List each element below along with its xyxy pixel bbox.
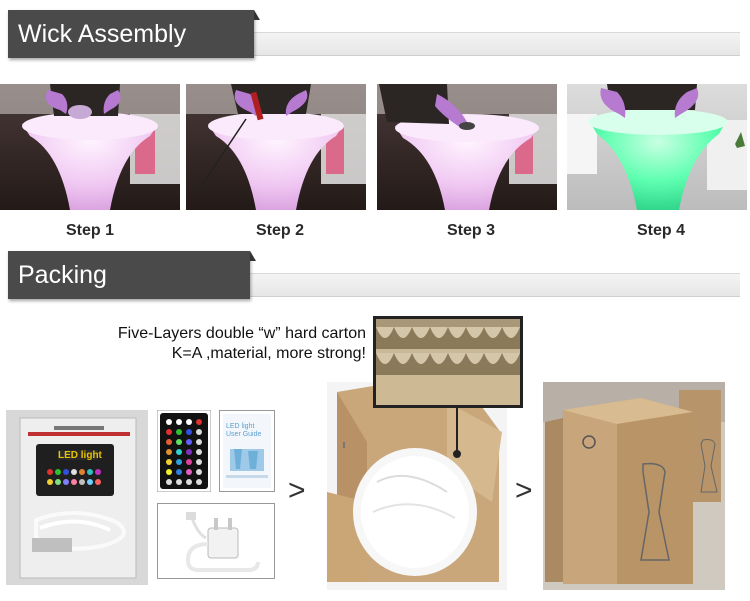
arrow-2: >: [515, 474, 533, 507]
packing-title: Packing: [8, 251, 256, 299]
step-4-photo: [567, 84, 747, 210]
packing-header: Packing: [8, 251, 740, 299]
wick-assembly-title: Wick Assembly: [8, 10, 260, 58]
pointer-line: [456, 408, 458, 452]
step-2-photo: [186, 84, 366, 210]
open-carton-photo: [327, 382, 507, 590]
step-2-caption: Step 2: [255, 222, 304, 239]
step-4-image: [567, 84, 747, 210]
arrow-1: >: [288, 474, 306, 507]
power-adapter-photo: [157, 503, 275, 579]
kit-bag-photo: LED light: [6, 410, 148, 585]
remote-photo: [156, 409, 212, 493]
corrugated-layers-image: [376, 319, 520, 405]
kit-bag-image: [6, 410, 148, 585]
step-1-caption: Step 1: [65, 222, 114, 239]
power-adapter-image: [185, 512, 260, 572]
sealed-carton-photo: [543, 382, 725, 590]
user-guide-image: [223, 414, 271, 488]
kit-box-label: LED light: [58, 450, 102, 461]
user-guide-photo: LED light User Guide: [219, 410, 275, 492]
remote-image: [156, 409, 212, 493]
step-3-caption: Step 3: [446, 222, 495, 239]
sealed-carton-image: [543, 382, 725, 590]
step-3-image: [377, 84, 557, 210]
user-guide-label: LED light User Guide: [226, 423, 262, 438]
step-3-photo: [377, 84, 557, 210]
wick-assembly-header: Wick Assembly: [8, 10, 740, 58]
step-1-photo: [0, 84, 180, 210]
carton-line-1: Five-Layers double “w” hard carton: [117, 325, 366, 342]
step-1-image: [0, 84, 180, 210]
carton-line-2: K=A ,material, more strong!: [171, 345, 366, 362]
pointer-dot: [453, 450, 461, 458]
step-4-caption: Step 4: [636, 222, 685, 239]
step-2-image: [186, 84, 366, 210]
carton-description: Five-Layers double “w” hard carton K=A ,…: [60, 324, 366, 364]
open-carton-image: [327, 382, 507, 590]
carton-cross-section: [373, 316, 523, 408]
